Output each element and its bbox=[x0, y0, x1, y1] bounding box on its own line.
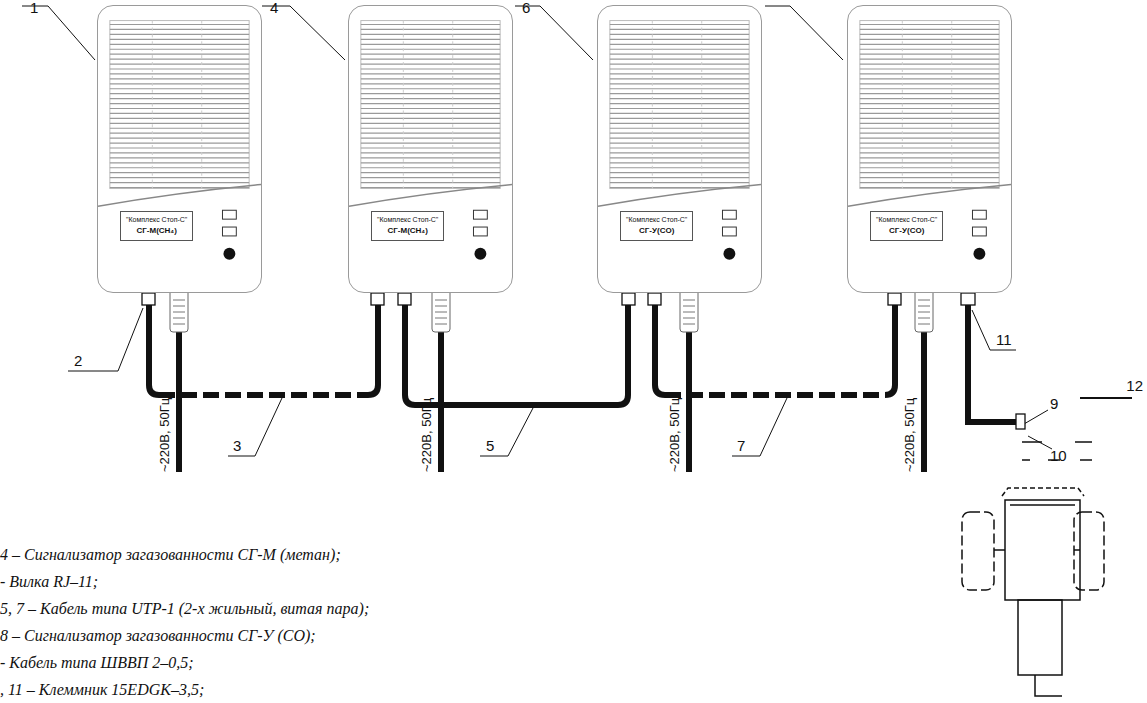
device-artwork bbox=[848, 6, 1011, 292]
leader-line bbox=[480, 408, 533, 456]
model-text: СГ-У(CO) bbox=[626, 226, 687, 236]
callout-number: 9 bbox=[1050, 396, 1058, 413]
callout-number: 10 bbox=[1050, 448, 1067, 465]
vehicle-sketch bbox=[962, 442, 1104, 696]
brand-text: "Комплекс Стоп-С" bbox=[377, 215, 438, 224]
legend-note: - Вилка RJ–11; bbox=[0, 573, 98, 591]
device-artwork bbox=[349, 6, 512, 292]
leader-line bbox=[732, 398, 787, 456]
methane-detector: "Комплекс Стоп-С" СГ-М(CH₄) bbox=[348, 5, 513, 293]
callout-number: 4 bbox=[270, 0, 278, 17]
label-panel: "Комплекс Стоп-С" СГ-У(CO) bbox=[620, 211, 693, 240]
methane-detector: "Комплекс Стоп-С" СГ-М(CH₄) bbox=[97, 5, 262, 293]
leader-line bbox=[765, 6, 843, 60]
label-panel: "Комплекс Стоп-С" СГ-М(CH₄) bbox=[371, 211, 444, 240]
power-plug bbox=[680, 290, 698, 332]
callout-number: 1 bbox=[30, 0, 38, 17]
callout-number: 5 bbox=[486, 438, 494, 455]
co-detector: "Комплекс Стоп-С" СГ-У(CO) bbox=[847, 5, 1012, 293]
legend-note: , 11 – Клеммник 15EDGK–3,5; bbox=[0, 681, 204, 699]
power-plug bbox=[170, 290, 188, 332]
model-text: СГ-У(CO) bbox=[876, 226, 937, 236]
device-artwork bbox=[98, 6, 261, 292]
brand-text: "Комплекс Стоп-С" bbox=[626, 215, 687, 224]
voltage-label: ~220В, 50Гц bbox=[158, 398, 172, 472]
leader-line bbox=[972, 310, 1016, 350]
leader-line bbox=[1024, 410, 1048, 424]
legend-note: 4 – Сигнализатор загазованности СГ-М (ме… bbox=[0, 546, 341, 564]
legend-note: 5, 7 – Кабель типа UTP-1 (2-х жильный, в… bbox=[0, 600, 369, 618]
model-text: СГ-М(CH₄) bbox=[377, 226, 438, 236]
device-artwork bbox=[598, 6, 761, 292]
terminal-block bbox=[1016, 414, 1025, 429]
label-panel: "Комплекс Стоп-С" СГ-М(CH₄) bbox=[120, 211, 193, 240]
callout-number: 7 bbox=[737, 438, 745, 455]
cable-shvvp bbox=[968, 305, 1016, 422]
leader-line bbox=[68, 308, 143, 371]
voltage-label: ~220В, 50Гц bbox=[668, 398, 682, 472]
leader-line bbox=[228, 398, 282, 456]
callout-number: 12 bbox=[1126, 378, 1143, 395]
brand-text: "Комплекс Стоп-С" bbox=[876, 215, 937, 224]
callout-number: 11 bbox=[996, 332, 1012, 349]
voltage-label: ~220В, 50Гц bbox=[903, 398, 917, 472]
callout-number: 3 bbox=[233, 438, 241, 455]
model-text: СГ-М(CH₄) bbox=[126, 226, 187, 236]
callout-number: 2 bbox=[74, 353, 82, 370]
co-detector: "Комплекс Стоп-С" СГ-У(CO) bbox=[597, 5, 762, 293]
label-panel: "Комплекс Стоп-С" СГ-У(CO) bbox=[870, 211, 943, 240]
callout-number: 6 bbox=[522, 0, 530, 17]
legend-note: - Кабель типа ШВВП 2–0,5; bbox=[0, 654, 194, 672]
power-plug bbox=[432, 290, 450, 332]
brand-text: "Комплекс Стоп-С" bbox=[126, 215, 187, 224]
leader-line bbox=[1080, 397, 1132, 399]
power-plug bbox=[915, 290, 933, 332]
legend-note: 8 – Сигнализатор загазованности СГ-У (CO… bbox=[0, 627, 316, 645]
terminal-block bbox=[961, 293, 975, 305]
voltage-label: ~220В, 50Гц bbox=[420, 398, 434, 472]
